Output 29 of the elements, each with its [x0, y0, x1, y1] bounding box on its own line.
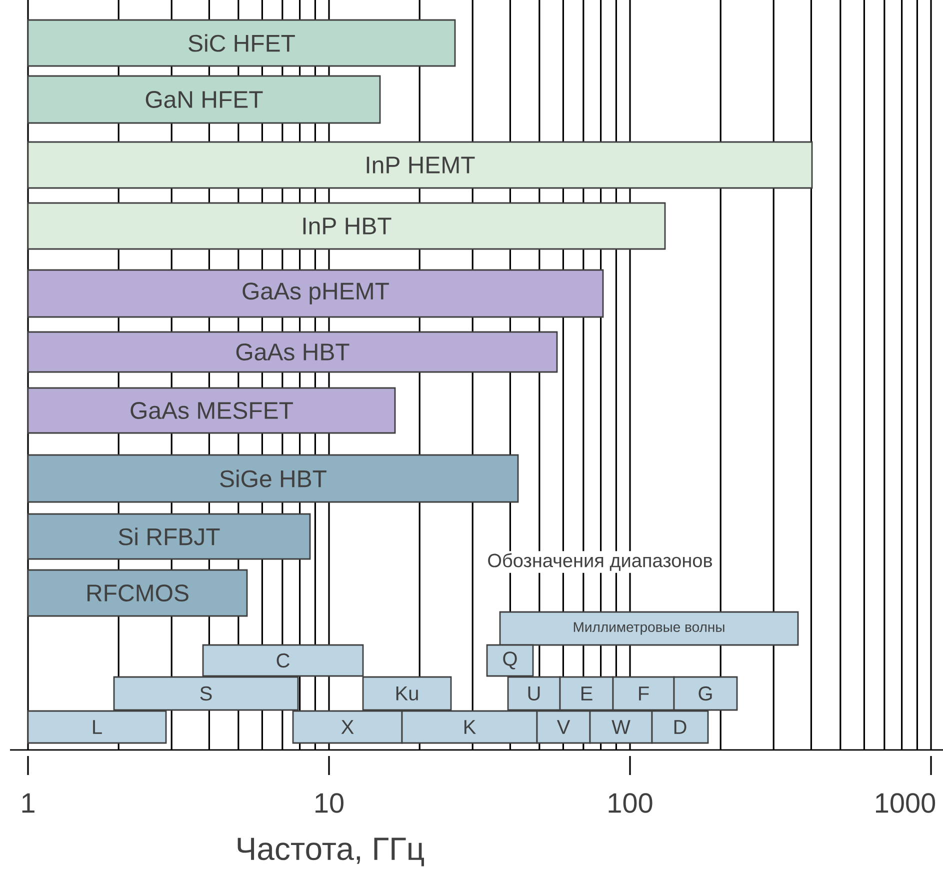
- band-bar: F: [612, 676, 675, 711]
- band-bar: Q: [486, 644, 534, 677]
- device-bar: Si RFBJT: [27, 513, 311, 560]
- band-bar: V: [536, 710, 591, 744]
- band-bar: X: [292, 710, 403, 744]
- band-bar: D: [651, 710, 709, 744]
- band-bar: L: [27, 710, 167, 744]
- band-bar: U: [507, 676, 561, 711]
- band-bar: E: [559, 676, 614, 711]
- device-bar: SiC HFET: [27, 19, 456, 67]
- band-bar: Ku: [362, 676, 452, 711]
- device-bar: InP HEMT: [27, 141, 813, 189]
- band-bar: C: [202, 644, 364, 677]
- band-bar: G: [673, 676, 738, 711]
- tick-label: 1000: [872, 791, 938, 815]
- band-bar: W: [589, 710, 653, 744]
- band-bar: S: [113, 676, 299, 711]
- device-bar: SiGe HBT: [27, 454, 519, 503]
- tick-label: 10: [311, 791, 347, 815]
- device-bar: GaAs pHEMT: [27, 269, 604, 318]
- device-bar: GaAs HBT: [27, 331, 558, 373]
- device-bar: InP HBT: [27, 202, 666, 250]
- axis-title: Частота, ГГц: [233, 836, 427, 868]
- device-bar: GaN HFET: [27, 75, 381, 124]
- tick-label: 1: [18, 791, 38, 815]
- device-bar: GaAs MESFET: [27, 387, 396, 434]
- legend-title: Обозначения диапазонов: [485, 551, 715, 573]
- tick-label: 100: [604, 791, 656, 815]
- device-bar: RFCMOS: [27, 569, 248, 617]
